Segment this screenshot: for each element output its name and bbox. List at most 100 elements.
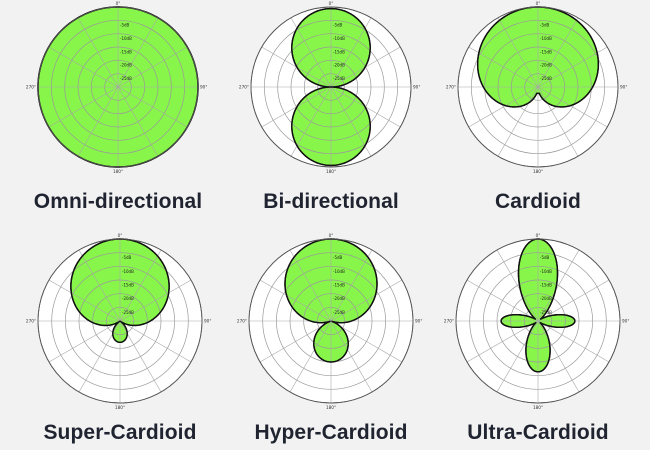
grid-spoke (48, 46, 119, 88)
grid-spoke (537, 86, 579, 157)
angle-label-bottom: 180° (115, 405, 125, 410)
ring-db-label: -10dB (333, 36, 345, 41)
grid-spoke (537, 46, 608, 88)
grid-spoke (119, 279, 192, 322)
grid-spoke (77, 17, 119, 88)
plot-border (37, 238, 203, 404)
grid-spoke (497, 17, 539, 88)
grid-spoke (537, 320, 610, 363)
grid-spoke (117, 17, 159, 88)
grid-spoke (259, 320, 332, 363)
ring-db-label: -10dB (120, 36, 132, 41)
grid-spoke (119, 249, 162, 322)
grid-spoke (537, 86, 608, 128)
cardioid-caption: Cardioid (495, 190, 581, 213)
grid-spoke (289, 320, 332, 393)
super-cardioid-caption: Super-Cardioid (43, 421, 197, 444)
ring-db-label: -20dB (333, 296, 345, 301)
plot-border (248, 238, 414, 404)
ring-db-label: -25dB (540, 76, 552, 81)
angle-label-left: 270° (444, 319, 454, 324)
angle-label-left: 270° (239, 85, 249, 90)
grid-spoke (330, 279, 403, 322)
plot-border (457, 6, 619, 168)
grid-spoke (289, 249, 332, 322)
grid-spoke (468, 86, 539, 128)
grid-spoke (330, 86, 372, 157)
ring-db-label: -10dB (122, 269, 134, 274)
angle-label-right: 90° (622, 319, 629, 324)
angle-label-right: 90° (413, 85, 420, 90)
grid-spoke (466, 320, 539, 363)
ring-db-label: -15dB (333, 283, 345, 288)
pickup-pattern-outline (70, 238, 170, 344)
ring-db-label: -20dB (122, 296, 134, 301)
ring-db-label: -15dB (540, 283, 552, 288)
ring-db-label: -5dB (122, 255, 132, 260)
angle-label-top: 0° (536, 233, 541, 238)
grid-spoke (468, 46, 539, 88)
grid-spoke (290, 86, 332, 157)
angle-label-right: 90° (620, 85, 627, 90)
ring-db-label: -15dB (333, 49, 345, 54)
angle-label-left: 270° (26, 319, 36, 324)
grid-spoke (117, 46, 188, 88)
grid-spoke (77, 86, 119, 157)
pickup-pattern-outline (476, 6, 600, 108)
grid-spoke (330, 249, 373, 322)
ring-db-label: -15dB (120, 49, 132, 54)
ring-db-label: -5dB (333, 255, 343, 260)
super-cardioid-pattern: -5dB -10dB -15dB -20dB -25dB 0° 180° 270° 90° Su… (12, 225, 228, 450)
grid-spoke (48, 86, 119, 128)
ring-db-label: -25dB (120, 76, 132, 81)
angle-label-right: 90° (200, 85, 207, 90)
grid-spoke (48, 320, 121, 363)
angle-label-bottom: 180° (533, 169, 543, 174)
pickup-pattern-outline (291, 7, 371, 167)
angle-label-top: 0° (329, 233, 334, 238)
grid-spoke (78, 249, 121, 322)
ring-db-label: -25dB (540, 310, 552, 315)
pickup-pattern-outline (500, 238, 576, 373)
grid-spoke (48, 279, 121, 322)
ring-db-label: -15dB (122, 283, 134, 288)
angle-label-top: 0° (116, 1, 121, 6)
grid-spoke (259, 279, 332, 322)
angle-label-left: 270° (237, 319, 247, 324)
grid-spoke (537, 17, 579, 88)
grid-spoke (290, 17, 332, 88)
ring-db-label: -25dB (333, 76, 345, 81)
ring-db-label: -20dB (333, 63, 345, 68)
plot-border (250, 6, 412, 168)
ring-db-label: -10dB (333, 269, 345, 274)
ring-db-label: -10dB (540, 269, 552, 274)
ring-db-label: -20dB (540, 63, 552, 68)
angle-label-top: 0° (329, 1, 334, 6)
grid-spoke (496, 320, 539, 393)
plot-border (37, 6, 199, 168)
angle-label-right: 90° (415, 319, 422, 324)
angle-label-right: 90° (204, 319, 211, 324)
ring-db-label: -5dB (333, 23, 343, 28)
grid-spoke (119, 320, 192, 363)
ring-db-label: -25dB (333, 310, 345, 315)
grid-spoke (496, 249, 539, 322)
angle-label-bottom: 180° (533, 405, 543, 410)
hyper-cardioid-caption: Hyper-Cardioid (254, 421, 408, 444)
ring-db-label: -25dB (122, 310, 134, 315)
plot-border (455, 238, 621, 404)
angle-label-top: 0° (118, 233, 123, 238)
angle-label-left: 270° (446, 85, 456, 90)
grid-spoke (497, 86, 539, 157)
angle-label-left: 270° (26, 85, 36, 90)
